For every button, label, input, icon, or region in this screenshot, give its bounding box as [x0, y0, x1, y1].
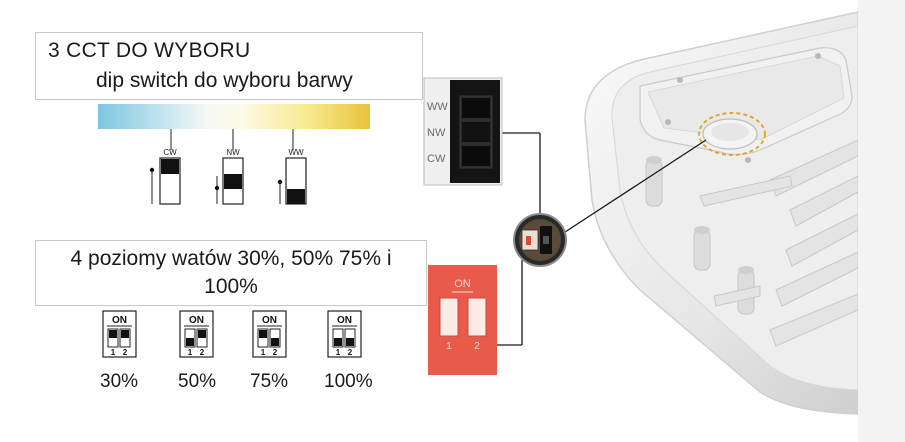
- cct-option-cw: CW: [149, 124, 181, 205]
- switch-label-cw: CW: [427, 153, 446, 165]
- cct-option-ww: WW: [277, 124, 307, 205]
- mini-number: 1: [336, 348, 341, 357]
- cct-subtitle: dip switch do wyboru barwy: [96, 69, 353, 92]
- magnifier-circle: [513, 213, 567, 267]
- mini-switch-lever: [186, 338, 194, 346]
- watt-title-continued: 100%: [204, 275, 258, 298]
- cct-title: 3 CCT DO WYBORU: [48, 39, 251, 62]
- watt-label-30: 30%: [100, 371, 139, 392]
- mini-switch-lever: [109, 330, 117, 338]
- mini-number: 2: [348, 348, 353, 357]
- mini-number: 2: [200, 348, 205, 357]
- cct-option-switches: CW NW WW: [149, 124, 307, 205]
- connector-lines: [497, 132, 707, 346]
- dip-number-2: 2: [474, 341, 480, 352]
- watt-label-100: 100%: [324, 371, 373, 392]
- mini-number: 2: [123, 348, 128, 357]
- watt-info-box: 4 poziomy watów 30%, 50% 75% i 100%: [35, 240, 427, 306]
- side-panel: [858, 0, 905, 442]
- mini-number: 1: [261, 348, 266, 357]
- cct-option-nw: NW: [214, 124, 244, 205]
- switch-label-ww: WW: [427, 101, 448, 113]
- mini-on-label: ON: [189, 315, 204, 326]
- mini-on-label: ON: [262, 315, 277, 326]
- mini-on-label: ON: [112, 315, 127, 326]
- watt-label-50: 50%: [178, 371, 217, 392]
- mini-switch-lever: [334, 338, 342, 346]
- cct-info-box: 3 CCT DO WYBORU dip switch do wyboru bar…: [35, 32, 423, 100]
- mini-number: 1: [188, 348, 193, 357]
- mini-switch-lever: [271, 338, 279, 346]
- mini-number: 1: [111, 348, 116, 357]
- switch-label-nw: NW: [427, 127, 446, 139]
- mini-switch-lever: [198, 330, 206, 338]
- cct-option-label: WW: [288, 148, 304, 157]
- watt-title: 4 poziomy watów 30%, 50% 75% i: [70, 247, 392, 270]
- dip-number-1: 1: [446, 341, 452, 352]
- mini-switch-lever: [259, 330, 267, 338]
- cct-option-label: NW: [226, 148, 240, 157]
- cct-color-gradient-bar: [98, 104, 370, 129]
- mini-number: 2: [273, 348, 278, 357]
- cct-option-label: CW: [163, 148, 177, 157]
- mini-on-label: ON: [337, 315, 352, 326]
- dip-switch-red: ON 1 2: [428, 265, 497, 375]
- lamp-housing: [584, 11, 858, 415]
- dip-on-label: ON: [454, 278, 471, 290]
- cct-slide-switch: WW NW CW: [423, 77, 503, 186]
- watt-label-75: 75%: [250, 371, 289, 392]
- mini-switch-lever: [121, 330, 129, 338]
- mini-switch-lever: [346, 338, 354, 346]
